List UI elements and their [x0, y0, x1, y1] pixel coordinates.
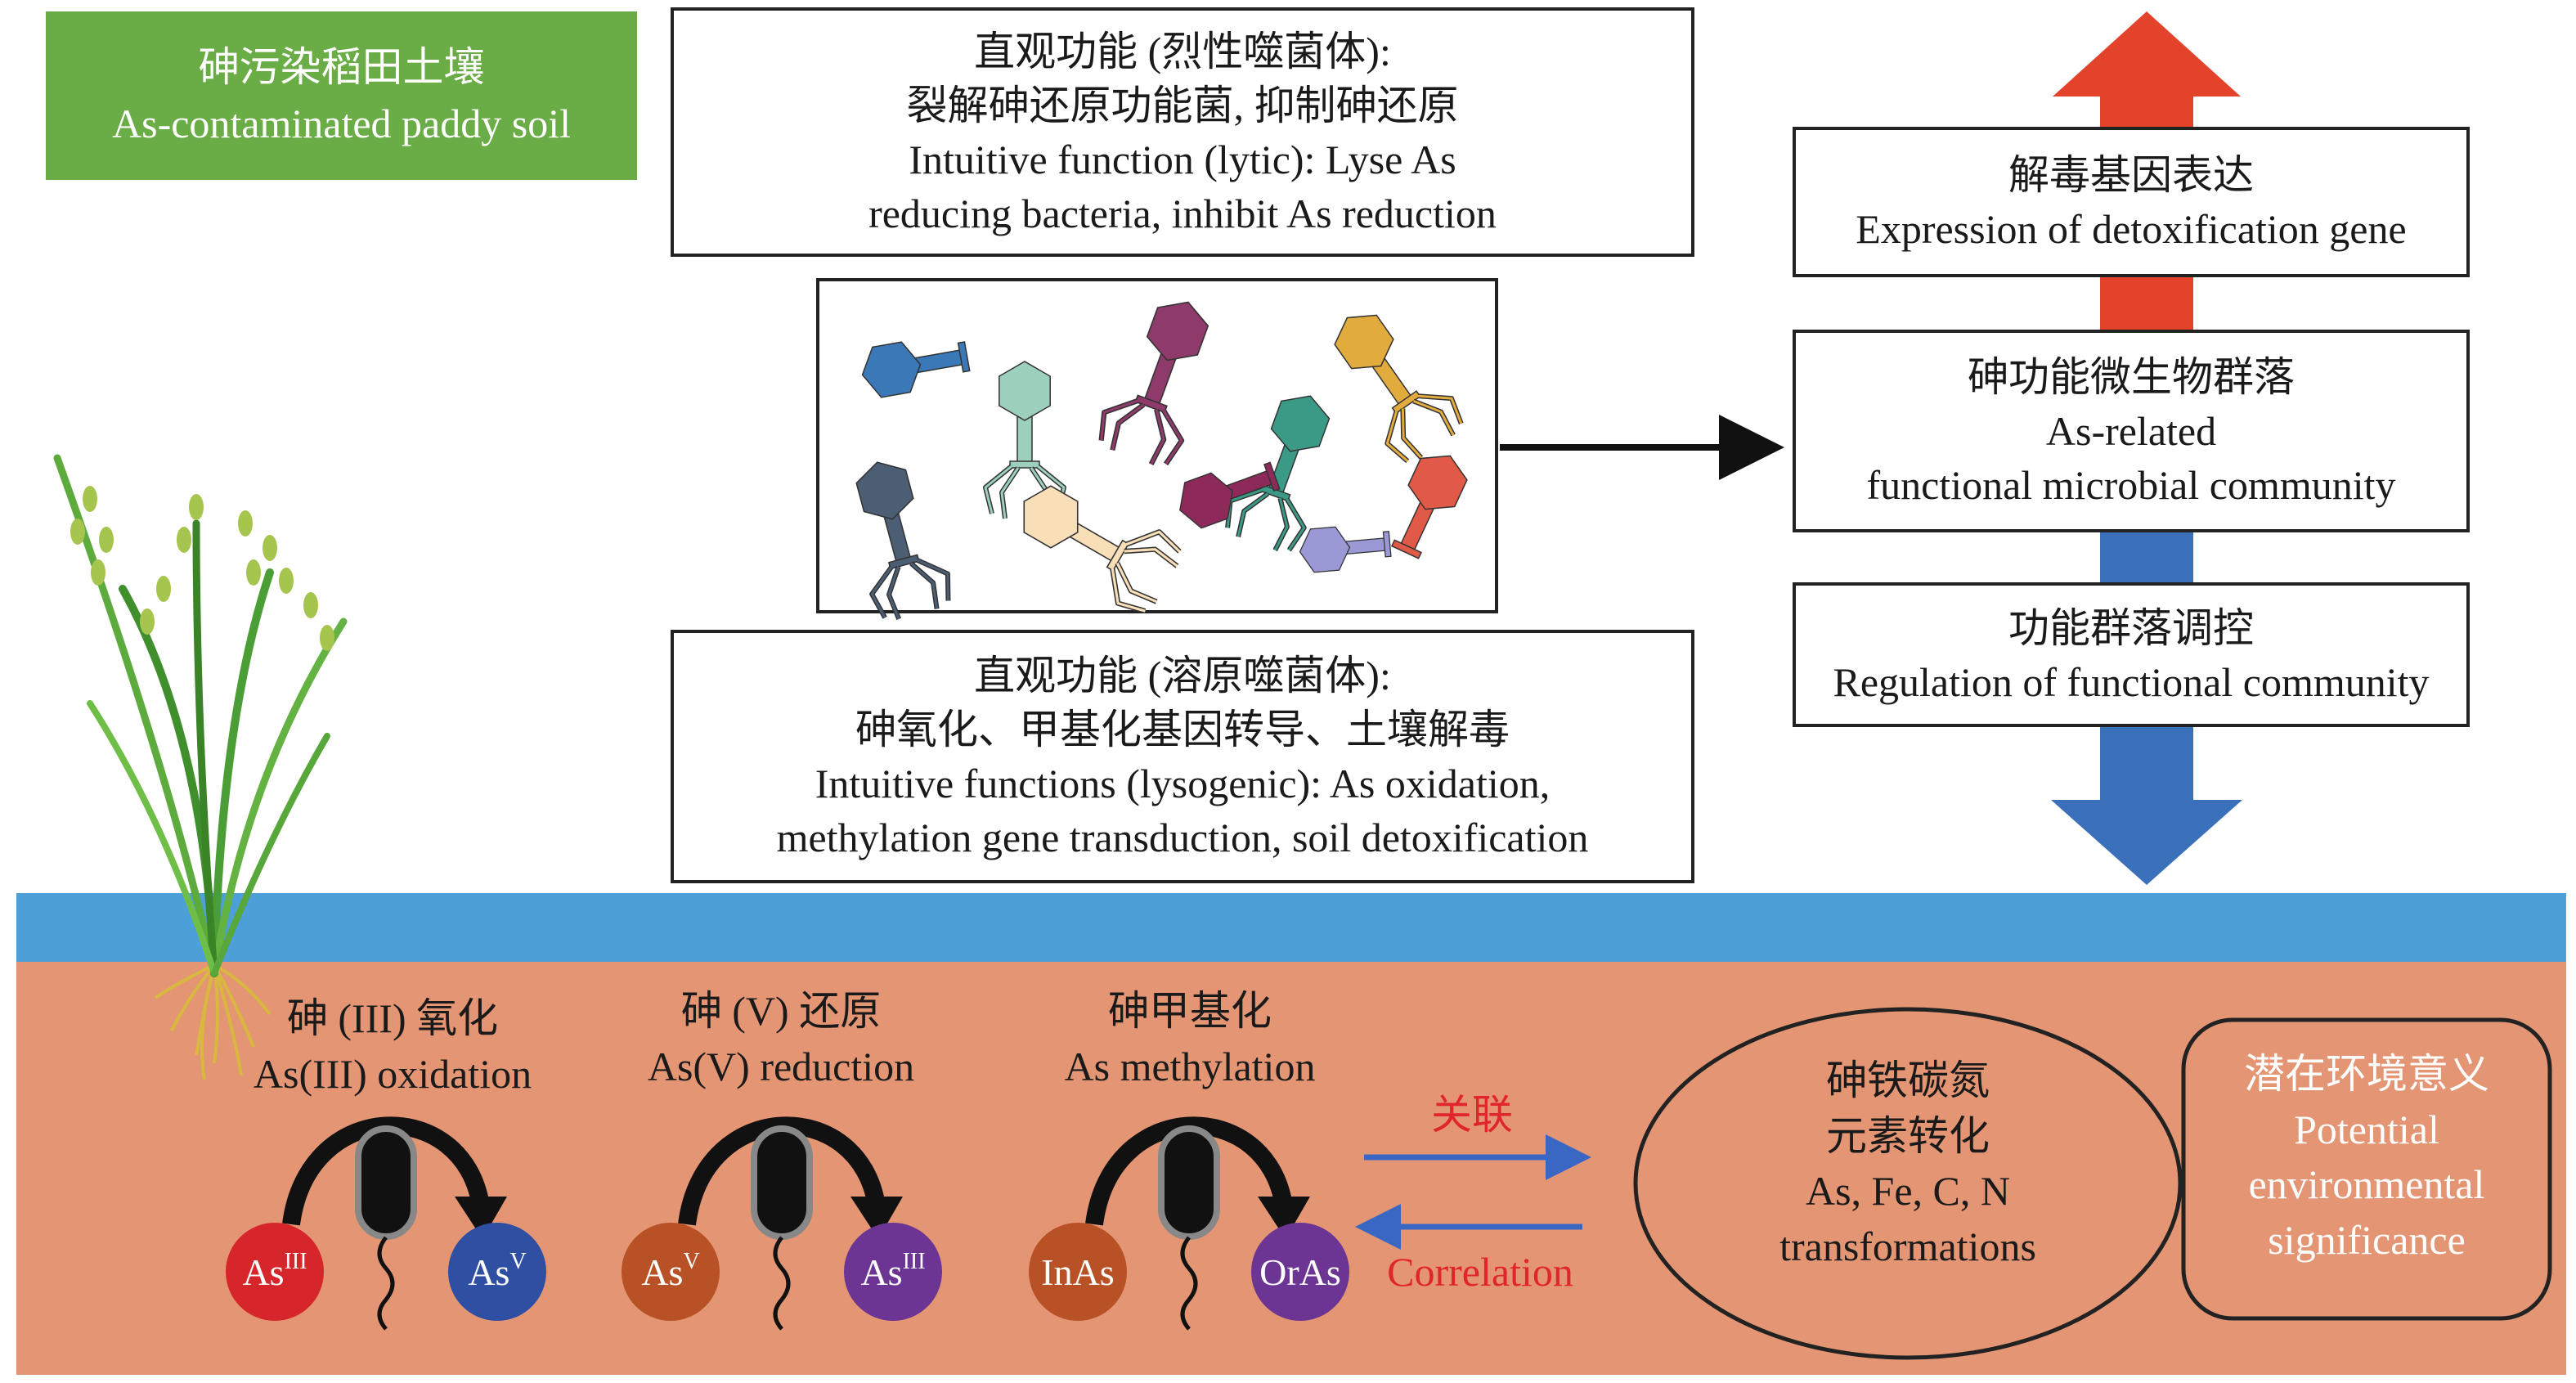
- reduction-en: As(V) reduction: [647, 1043, 915, 1089]
- detox-en: Expression of detoxification gene: [1856, 206, 2407, 252]
- soil-badge-en: As-contaminated paddy soil: [112, 101, 571, 146]
- significance-en-2: environmental: [2248, 1161, 2485, 1207]
- correlation-en-label: Correlation: [1387, 1249, 1573, 1295]
- lytic-body-zh: 裂解砷还原功能菌, 抑制砷还原: [906, 82, 1459, 128]
- element-cycle-en-1: As, Fe, C, N: [1805, 1168, 2011, 1214]
- element-cycle-zh-1: 砷铁碳氮: [1826, 1057, 1990, 1103]
- lysogenic-function-box: 直观功能 (溶原噬菌体): 砷氧化、甲基化基因转导、土壤解毒 Intuitive…: [671, 630, 1694, 883]
- significance-box: [2181, 1017, 2552, 1321]
- phage-icon: [1098, 301, 1209, 466]
- phage-icon: [1390, 455, 1468, 559]
- process-reduction-label: 砷 (V) 还原 As(V) reduction: [609, 984, 953, 1094]
- significance-text: 潜在环境意义 Potential environmental significa…: [2183, 1047, 2550, 1268]
- lysogenic-en-1: Intuitive functions (lysogenic): As oxid…: [815, 761, 1551, 806]
- regulation-box: 功能群落调控 Regulation of functional communit…: [1793, 582, 2470, 727]
- bacterium-icon: [355, 1125, 417, 1240]
- phage-icon: [855, 461, 951, 621]
- ion-from: InAs: [1029, 1223, 1127, 1321]
- phage-icon: [1023, 485, 1182, 614]
- lytic-en-1: Intuitive function (lytic): Lyse As: [909, 136, 1456, 182]
- phage-group: [855, 301, 1468, 621]
- methylation-zh: 砷甲基化: [1108, 988, 1272, 1034]
- water-layer: [16, 893, 2566, 962]
- community-en-2: functional microbial community: [1866, 462, 2396, 508]
- oxidation-zh: 砷 (III) 氧化: [286, 995, 499, 1041]
- oxidation-en: As(III) oxidation: [253, 1050, 532, 1097]
- phage-icon: [1179, 461, 1281, 529]
- process-methylation-label: 砷甲基化 As methylation: [1018, 984, 1362, 1094]
- correlation-zh-label: 关联: [1431, 1092, 1513, 1138]
- community-box: 砷功能微生物群落 As-related functional microbial…: [1793, 330, 2470, 532]
- bacterium-icon: [1158, 1125, 1220, 1240]
- significance-zh: 潜在环境意义: [2244, 1051, 2489, 1097]
- community-zh: 砷功能微生物群落: [1968, 354, 2295, 400]
- regulation-en: Regulation of functional community: [1833, 658, 2430, 705]
- detox-gene-box: 解毒基因表达 Expression of detoxification gene: [1793, 127, 2470, 277]
- phage-icon: [1299, 526, 1392, 573]
- lysogenic-body-zh: 砷氧化、甲基化基因转导、土壤解毒: [855, 707, 1510, 752]
- rice-plant-icon: [53, 454, 348, 1080]
- ion-from: AsV: [622, 1223, 720, 1321]
- ion-to: OrAs: [1251, 1223, 1349, 1321]
- element-cycle-text: 砷铁碳氮 元素转化 As, Fe, C, N transformations: [1664, 1053, 2152, 1274]
- process-0: AsIII AsV: [226, 1116, 546, 1331]
- ion-label: AsV: [468, 1249, 526, 1293]
- process-oxidation-label: 砷 (III) 氧化 As(III) oxidation: [221, 991, 564, 1102]
- lysogenic-en-2: methylation gene transduction, soil deto…: [776, 815, 1589, 860]
- element-cycle-en-2: transformations: [1779, 1223, 2036, 1269]
- methylation-en: As methylation: [1064, 1043, 1316, 1089]
- ion-to: AsV: [448, 1223, 546, 1321]
- lytic-title-zh: 直观功能 (烈性噬菌体):: [974, 28, 1391, 74]
- ion-label: AsV: [641, 1249, 699, 1293]
- ion-label: AsIII: [860, 1249, 925, 1293]
- process-1: AsV AsIII: [622, 1116, 942, 1331]
- lysogenic-title-zh: 直观功能 (溶原噬菌体):: [974, 653, 1391, 698]
- reduction-zh: 砷 (V) 还原: [680, 988, 882, 1034]
- flagellum-icon: [377, 1236, 395, 1331]
- detox-zh: 解毒基因表达: [2008, 152, 2254, 198]
- flagellum-icon: [1180, 1236, 1198, 1331]
- phage-icon: [861, 341, 971, 398]
- ion-label: InAs: [1041, 1251, 1114, 1293]
- process-group: AsIII AsV AsV AsIII InAs OrAs: [226, 1116, 1349, 1331]
- soil-badge-zh: 砷污染稻田土壤: [198, 44, 485, 90]
- lytic-en-2: reducing bacteria, inhibit As reduction: [868, 190, 1497, 236]
- flagellum-icon: [773, 1236, 791, 1331]
- element-cycle-zh-2: 元素转化: [1826, 1112, 1990, 1159]
- significance-en-1: Potential: [2294, 1106, 2439, 1152]
- bacterium-icon: [751, 1125, 813, 1240]
- process-2: InAs OrAs: [1029, 1116, 1349, 1331]
- significance-en-3: significance: [2268, 1216, 2466, 1263]
- ion-from: AsIII: [226, 1223, 324, 1321]
- ion-label: OrAs: [1259, 1251, 1341, 1293]
- lytic-function-box: 直观功能 (烈性噬菌体): 裂解砷还原功能菌, 抑制砷还原 Intuitive …: [671, 7, 1694, 257]
- element-cycle-ellipse: [1633, 1007, 2183, 1360]
- ion-label: AsIII: [242, 1249, 307, 1293]
- community-en-1: As-related: [2045, 408, 2217, 454]
- regulation-zh: 功能群落调控: [2008, 604, 2254, 651]
- ion-to: AsIII: [844, 1223, 942, 1321]
- phage-icon: [1334, 314, 1464, 464]
- soil-badge: 砷污染稻田土壤 As-contaminated paddy soil: [46, 11, 637, 180]
